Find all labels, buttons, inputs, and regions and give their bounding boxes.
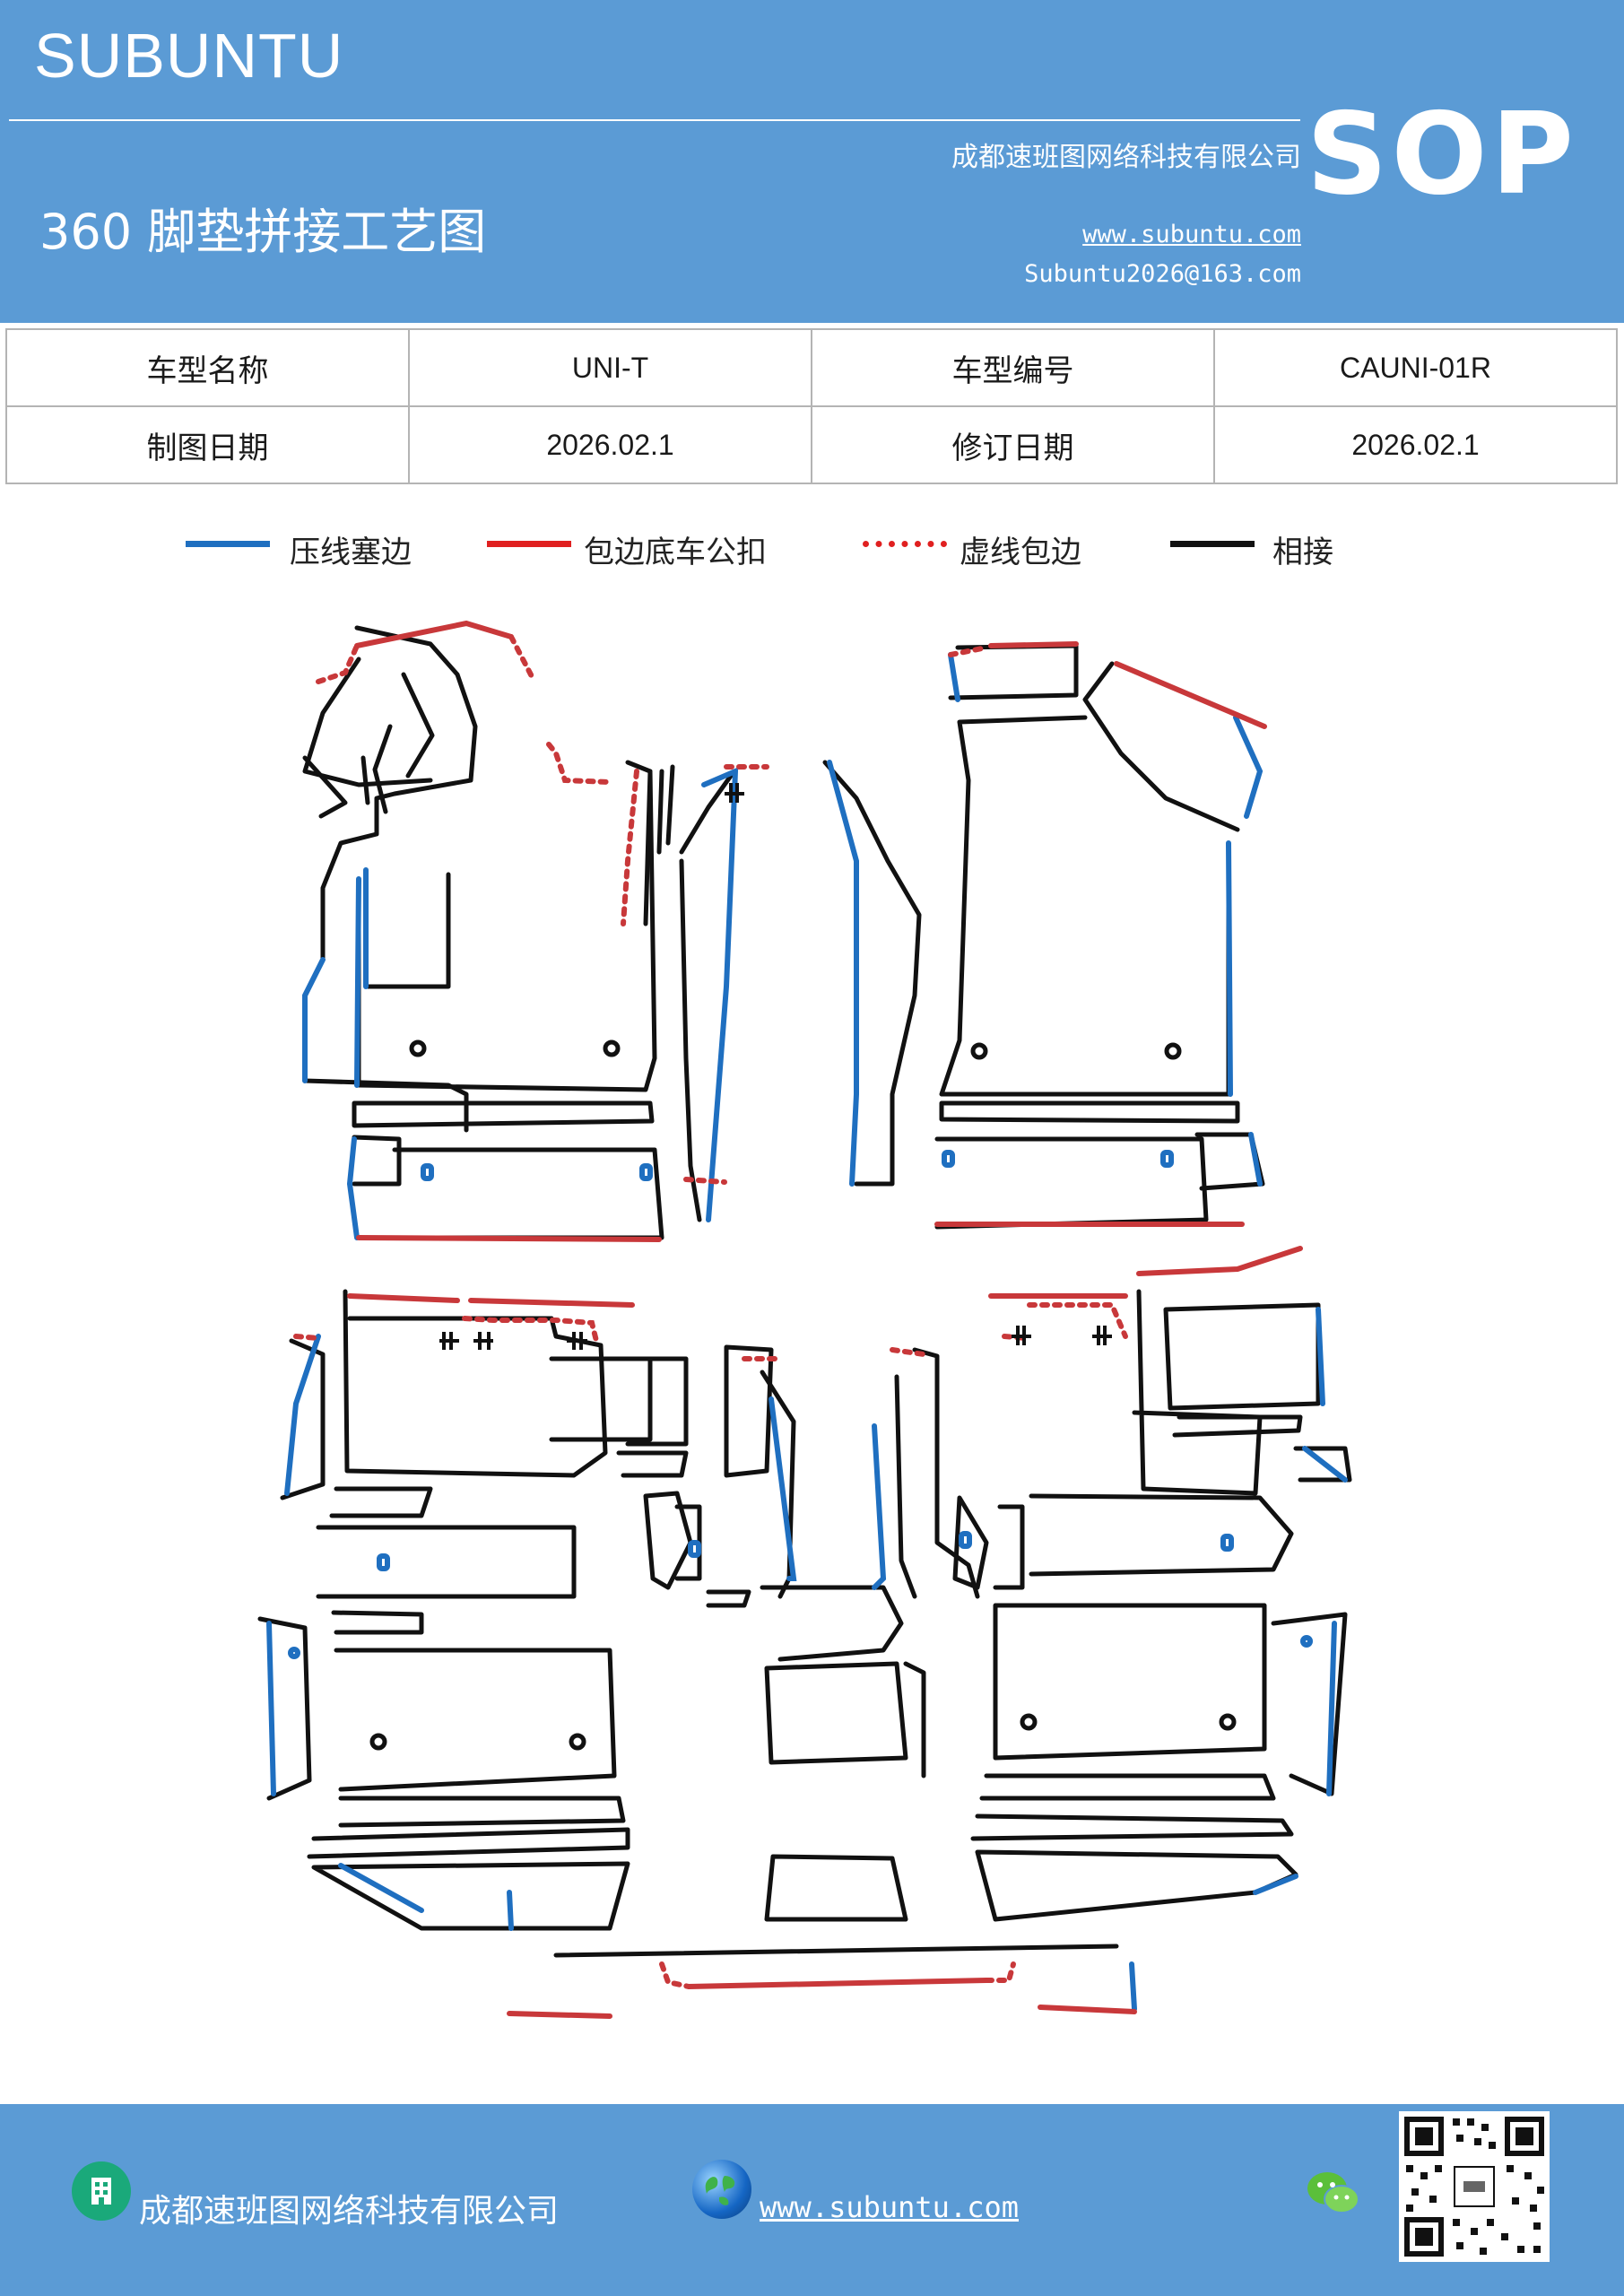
table-row: 车型名称 UNI-T 车型编号 CAUNI-01R — [5, 328, 1618, 407]
model-name-label: 车型名称 — [5, 328, 410, 407]
model-code-label: 车型编号 — [811, 328, 1215, 407]
header-website-link[interactable]: www.subuntu.com — [1082, 221, 1301, 248]
front-left-mat-group — [302, 625, 734, 1240]
footer-banner: 成都速班图网络科技有限公司 www.subuntu.com — [0, 2104, 1624, 2296]
draw-date-label: 制图日期 — [5, 405, 410, 484]
revise-date-value: 2026.02.1 — [1213, 405, 1618, 484]
red-edge-lines — [347, 620, 1303, 2019]
header-company: 成都速班图网络科技有限公司 — [951, 142, 1301, 173]
brand-name: SUBUNTU — [34, 21, 344, 91]
header-email: Subuntu2026@163.com — [1024, 260, 1301, 288]
footer-website-link[interactable]: www.subuntu.com — [760, 2190, 1019, 2224]
legend-swatch-red — [487, 541, 571, 547]
header-banner: SUBUNTU 成都速班图网络科技有限公司 360 脚垫拼接工艺图 www.su… — [0, 0, 1624, 323]
legend-label: 压线塞边 — [290, 535, 412, 570]
legend-label: 包边底车公扣 — [584, 535, 767, 570]
legend-swatch-red-dotted — [863, 541, 947, 547]
header-divider — [9, 119, 1300, 121]
globe-icon — [692, 2160, 751, 2219]
building-icon — [72, 2161, 131, 2221]
model-name-value: UNI-T — [408, 328, 812, 407]
page-title: 360 脚垫拼接工艺图 — [39, 204, 487, 260]
draw-date-value: 2026.02.1 — [408, 405, 812, 484]
wechat-icon[interactable] — [1302, 2167, 1365, 2221]
info-table: 车型名称 UNI-T 车型编号 CAUNI-01R 制图日期 2026.02.1… — [5, 328, 1618, 484]
red-dotted-edge-lines — [293, 634, 1128, 1989]
legend-swatch-blue — [186, 541, 270, 547]
legend-swatch-black — [1170, 541, 1255, 547]
sop-badge: SOP — [1306, 88, 1577, 220]
footer-company: 成都速班图网络科技有限公司 — [139, 2193, 560, 2230]
revise-date-label: 修订日期 — [811, 405, 1215, 484]
front-right-mat-group — [822, 643, 1265, 1230]
rear-mat-group — [257, 1289, 1352, 1958]
joint-markers — [439, 783, 1112, 1350]
model-code-value: CAUNI-01R — [1213, 328, 1618, 407]
floor-mat-diagram — [257, 620, 1352, 2019]
legend-label: 虚线包边 — [960, 535, 1081, 570]
blue-edge-lines — [266, 652, 1348, 2012]
legend-label: 相接 — [1272, 535, 1333, 570]
table-row: 制图日期 2026.02.1 修订日期 2026.02.1 — [5, 405, 1618, 484]
qr-code-icon[interactable] — [1399, 2111, 1550, 2262]
